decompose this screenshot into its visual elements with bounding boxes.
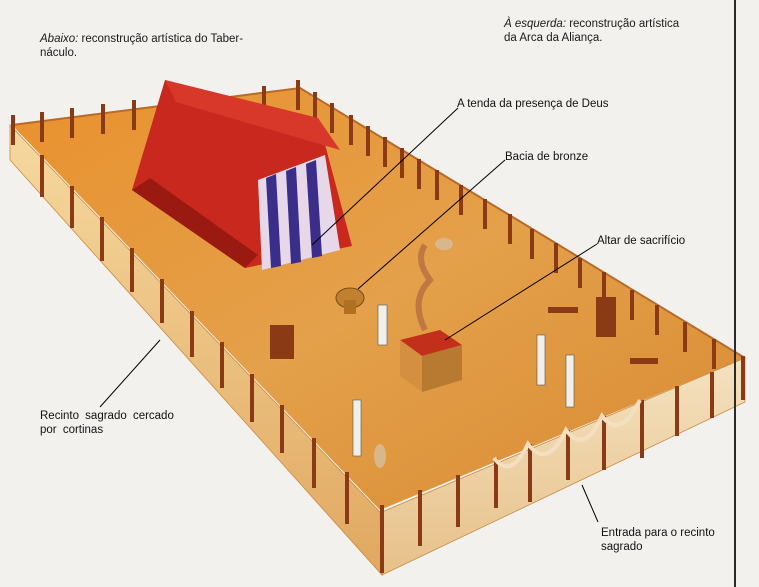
leader-lines <box>99 107 599 523</box>
caption-top-right-lead: À esquerda: <box>504 18 567 30</box>
tent <box>132 80 352 270</box>
label-sacrifice-altar: Altar de sacrifício <box>597 235 686 247</box>
label-bronze-basin: Bacia de bronze <box>505 151 589 163</box>
furniture <box>270 297 658 364</box>
animals <box>374 238 453 468</box>
sacrifice-altar <box>400 330 462 392</box>
caption-top-right: À esquerda: reconstrução artística da Ar… <box>504 17 679 45</box>
caption-top-left-text: reconstrução artística do Taber- náculo. <box>40 33 244 59</box>
entrance-curtain <box>492 399 642 469</box>
caption-top-left: Abaixo: reconstrução artística do Taber-… <box>40 32 243 60</box>
label-tent: A tenda da presença de Deus <box>457 98 609 110</box>
label-entrance: Entrada para o recinto sagrado <box>601 527 715 553</box>
fence-posts <box>11 80 745 573</box>
altar-smoke <box>415 243 434 332</box>
label-courtyard: Recinto sagrado cercado por cortinas <box>40 410 174 436</box>
page-border <box>734 0 736 587</box>
caption-top-right-text: reconstrução artística da Arca da Alianç… <box>504 18 680 44</box>
caption-top-left-lead: Abaixo: <box>40 33 79 45</box>
figures <box>352 304 575 457</box>
